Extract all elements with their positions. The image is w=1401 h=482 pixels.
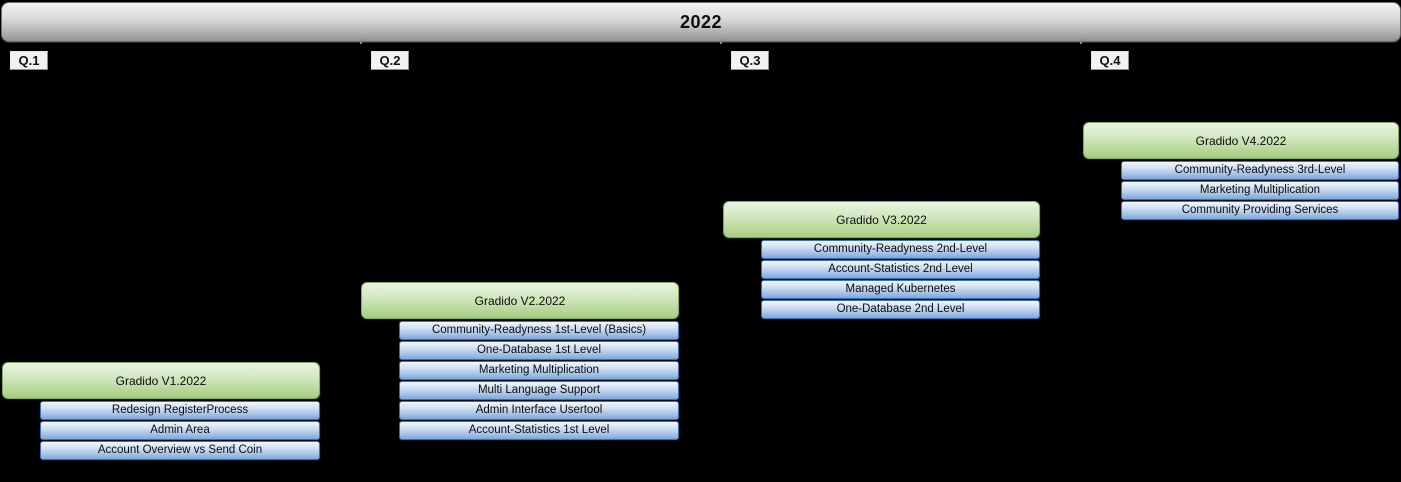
milestone-box: Gradido V1.2022 <box>2 362 320 399</box>
feature-box: Redesign RegisterProcess <box>40 401 320 420</box>
feature-box: Managed Kubernetes <box>761 280 1040 299</box>
feature-box: Account-Statistics 2nd Level <box>761 260 1040 279</box>
quarter-tick <box>360 39 362 44</box>
quarter-tick <box>720 39 722 44</box>
milestone-label: Gradido V1.2022 <box>115 373 207 388</box>
milestone-label: Gradido V2.2022 <box>474 293 566 308</box>
feature-box: Community-Readyness 3rd-Level <box>1121 161 1399 180</box>
quarter-tick <box>1080 39 1082 44</box>
feature-box: Community-Readyness 1st-Level (Basics) <box>399 321 679 340</box>
quarter-label-q1: Q.1 <box>10 51 48 70</box>
feature-box: Marketing Multiplication <box>399 361 679 380</box>
feature-box: Community-Readyness 2nd-Level <box>761 240 1040 259</box>
year-header: 2022 <box>1 2 1401 42</box>
release-group-v3: Gradido V3.2022 Community-Readyness 2nd-… <box>723 201 1040 319</box>
milestone-label: Gradido V4.2022 <box>1195 133 1287 148</box>
feature-box: Account Overview vs Send Coin <box>40 441 320 460</box>
quarter-label-q3: Q.3 <box>731 51 769 70</box>
feature-list: Redesign RegisterProcess Admin Area Acco… <box>40 401 320 460</box>
milestone-box: Gradido V4.2022 <box>1083 122 1399 159</box>
feature-box: One-Database 1st Level <box>399 341 679 360</box>
quarter-label-q2: Q.2 <box>371 51 409 70</box>
feature-box: Marketing Multiplication <box>1121 181 1399 200</box>
release-group-v4: Gradido V4.2022 Community-Readyness 3rd-… <box>1083 122 1399 220</box>
feature-list: Community-Readyness 3rd-Level Marketing … <box>1121 161 1399 220</box>
milestone-box: Gradido V2.2022 <box>361 282 679 319</box>
feature-box: One-Database 2nd Level <box>761 300 1040 319</box>
feature-box: Admin Area <box>40 421 320 440</box>
milestone-box: Gradido V3.2022 <box>723 201 1040 238</box>
feature-list: Community-Readyness 1st-Level (Basics) O… <box>399 321 679 440</box>
feature-box: Community Providing Services <box>1121 201 1399 220</box>
release-group-v1: Gradido V1.2022 Redesign RegisterProcess… <box>2 362 320 460</box>
release-group-v2: Gradido V2.2022 Community-Readyness 1st-… <box>361 282 679 440</box>
feature-list: Community-Readyness 2nd-Level Account-St… <box>761 240 1040 319</box>
milestone-label: Gradido V3.2022 <box>836 212 927 227</box>
feature-box: Multi Language Support <box>399 381 679 400</box>
feature-box: Admin Interface Usertool <box>399 401 679 420</box>
feature-box: Account-Statistics 1st Level <box>399 421 679 440</box>
year-title: 2022 <box>679 11 723 32</box>
quarter-label-q4: Q.4 <box>1091 51 1129 70</box>
